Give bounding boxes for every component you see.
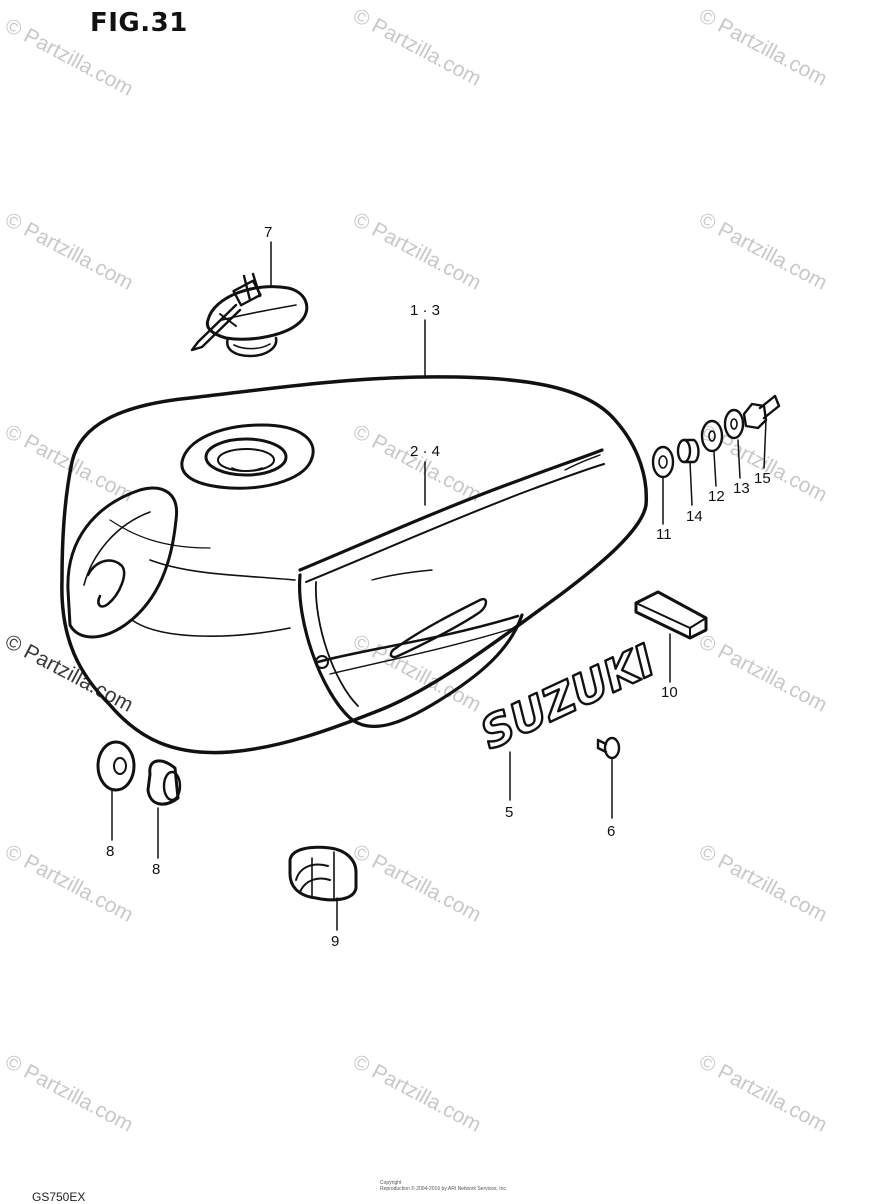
mount-rubber-11[interactable] [651,445,675,479]
grommet-9[interactable] [288,845,358,902]
washer-13[interactable] [723,408,745,440]
cushion-10[interactable] [634,590,708,640]
callout-15: 15 [754,470,771,487]
cushion-8-left[interactable] [96,740,136,792]
copyright-line-1: Copyright [380,1180,402,1186]
copyright-line-2: Reproduction © 2004-2016 by ARI Network … [380,1186,508,1192]
callout-14: 14 [686,508,703,525]
washer-12[interactable] [700,419,724,453]
footer-copyright: Copyright Reproduction © 2004-2016 by AR… [380,1180,507,1192]
callout-5: 5 [505,804,514,821]
callout-11: 11 [656,526,672,543]
callout-1-3: 1 · 3 [410,302,441,319]
figure-title: FIG.31 [90,8,188,38]
callout-2-4: 2 · 4 [410,443,441,460]
emblem-text: SUZUKI [473,635,663,760]
callout-10: 10 [661,684,678,701]
callout-8-left: 8 [106,843,115,860]
screw-6[interactable] [596,736,621,760]
fuel-cap-with-keys[interactable] [190,272,309,358]
suzuki-emblem[interactable]: SUZUKI [472,634,664,761]
leader-lines [111,241,767,931]
callout-12: 12 [708,488,725,505]
fuel-tank[interactable] [60,375,649,755]
bolt-15[interactable] [742,394,781,430]
cushion-8-right[interactable] [146,759,182,806]
model-code: GS750EX [32,1190,86,1204]
callout-9: 9 [331,933,340,950]
callout-6: 6 [607,823,616,840]
callout-13: 13 [733,480,750,497]
callout-8-right: 8 [152,861,161,878]
collar-14[interactable] [676,438,700,464]
callout-7: 7 [264,224,273,241]
